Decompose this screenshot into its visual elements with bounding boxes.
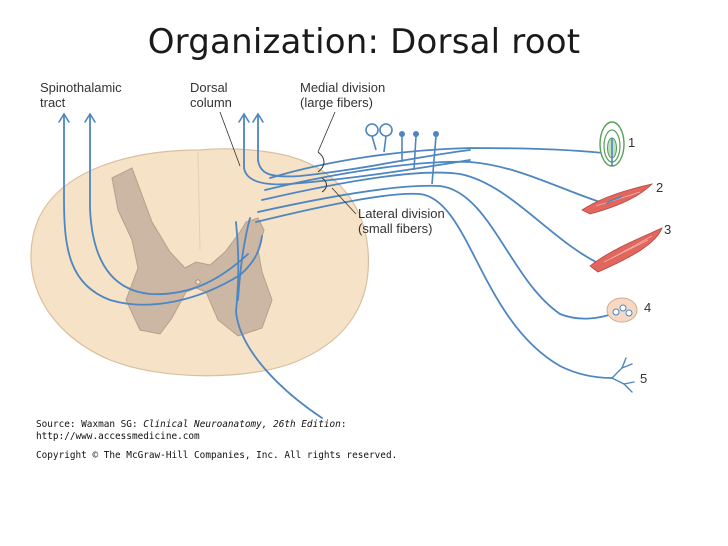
spinothalamic-fiber-1 xyxy=(63,115,263,306)
receptor-ending-icon xyxy=(433,131,439,137)
ascending-arrows xyxy=(58,112,264,123)
arrow-up-1 xyxy=(58,112,70,123)
nerve-fibers xyxy=(63,115,613,419)
muscle-fiber-icon xyxy=(589,227,663,273)
medial-fiber-3 xyxy=(261,171,601,265)
medial-fiber-1 xyxy=(269,147,613,179)
copyright-notice: Copyright © The McGraw-Hill Companies, I… xyxy=(36,450,398,461)
receptor-number-5: 5 xyxy=(640,371,647,386)
pacinian-corpuscle xyxy=(599,121,625,167)
label-lateral-division-line1: Lateral division xyxy=(358,206,445,221)
dorsal-median-septum xyxy=(197,151,201,251)
dorsal-column-fiber-1 xyxy=(243,115,471,186)
muscle-spindle-icon xyxy=(581,183,654,215)
receptor-ending-icon xyxy=(413,131,419,137)
source-url: http://www.accessmedicine.com xyxy=(36,431,200,442)
receptor-number-2: 2 xyxy=(656,180,663,195)
leader-lines xyxy=(219,111,357,215)
label-lateral-division-line2: (small fibers) xyxy=(358,221,432,236)
ganglion-cells xyxy=(365,123,437,185)
lateral-division-bracket xyxy=(321,177,327,193)
interneuron-fiber xyxy=(237,217,251,301)
source-book-title: Clinical Neuroanatomy, 26th Edition xyxy=(143,419,341,430)
medial-division-bracket xyxy=(317,151,325,173)
medial-fiber-2 xyxy=(264,160,613,207)
label-spinothalamic-line2: tract xyxy=(40,95,66,110)
arrow-up-2 xyxy=(84,112,96,123)
central-canal xyxy=(195,279,201,285)
source-prefix: Source: Waxman SG: xyxy=(36,419,144,430)
neuron-cell-body-icon xyxy=(365,123,379,137)
label-medial-division-line2: (large fibers) xyxy=(300,95,373,110)
source-suffix: : xyxy=(340,419,347,430)
spinothalamic-fiber-2 xyxy=(89,115,249,296)
source-line: Source: Waxman SG: Clinical Neuroanatomy… xyxy=(36,419,397,431)
receptor-number-4: 4 xyxy=(644,300,651,315)
source-citation: Source: Waxman SG: Clinical Neuroanatomy… xyxy=(36,419,397,462)
label-dorsal-column-line1: Dorsal xyxy=(190,80,228,95)
free-nerve-ending-icon xyxy=(611,357,635,393)
dorsal-column-fiber-2 xyxy=(257,115,471,178)
lateral-fiber-1 xyxy=(257,184,613,320)
label-dorsal-column-line2: column xyxy=(190,95,232,110)
receptor-ending-icon xyxy=(399,131,405,137)
label-medial-division-line1: Medial division xyxy=(300,80,385,95)
slide-title: Organization: Dorsal root xyxy=(147,22,581,62)
dorsal-root-diagram: Spinothalamic tract Dorsal column Medial… xyxy=(30,80,671,419)
arrow-up-4 xyxy=(252,112,264,123)
spinal-cord-white-matter xyxy=(30,148,370,377)
lateral-fiber-2 xyxy=(255,192,613,379)
small-cell-bodies xyxy=(399,131,439,137)
label-spinothalamic-line1: Spinothalamic xyxy=(40,80,122,95)
neuron-cell-body-icon xyxy=(379,123,393,137)
ventral-root-fiber xyxy=(235,221,323,419)
receptor-number-1: 1 xyxy=(628,135,635,150)
receptor-number-3: 3 xyxy=(664,222,671,237)
encapsulated-ending-icon xyxy=(606,297,638,323)
arrow-up-3 xyxy=(238,112,250,123)
